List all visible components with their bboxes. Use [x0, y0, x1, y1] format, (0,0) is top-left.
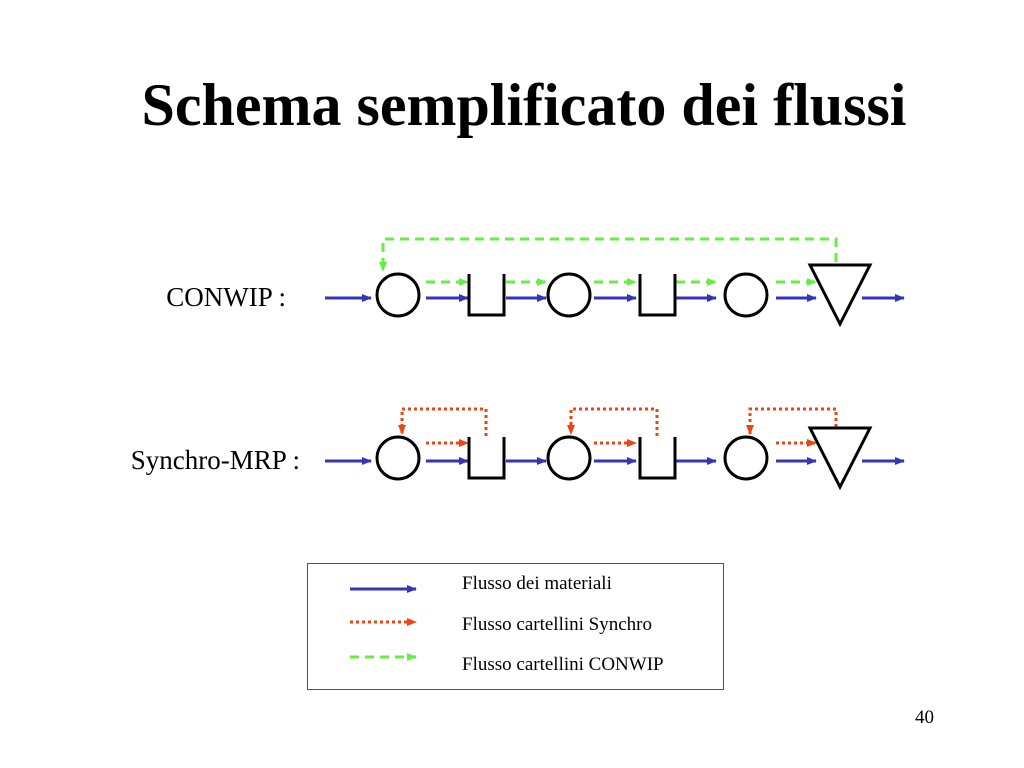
legend-label-conwip: Flusso cartellini CONWIP [462, 654, 664, 675]
workstation-circle [375, 435, 421, 481]
buffer-queue [638, 437, 677, 480]
slide-title: Schema semplificato dei flussi [141, 72, 907, 138]
final-inventory-triangle [807, 426, 873, 491]
workstation-circle [375, 272, 421, 318]
conwip-row [325, 237, 905, 328]
workstation-circle [546, 435, 592, 481]
legend-label-synchro: Flusso cartellini Synchro [462, 614, 652, 635]
buffer-queue [467, 437, 506, 480]
buffer-queue [638, 274, 677, 317]
workstation-circle [723, 435, 769, 481]
synchro-card-loop [567, 407, 659, 436]
synchro-row [325, 407, 905, 491]
conwip-card-loop [379, 237, 838, 272]
workstation-circle [546, 272, 592, 318]
page-number: 40 [915, 707, 934, 728]
synchro-row-label: Synchro-MRP : [130, 445, 300, 475]
workstation-circle [723, 272, 769, 318]
buffer-queue [467, 274, 506, 317]
conwip-row-label: CONWIP : [166, 282, 286, 312]
final-inventory-triangle [807, 263, 873, 328]
synchro-card-loop [746, 407, 838, 435]
legend-box: Flusso dei materiali Flusso cartellini S… [307, 563, 724, 690]
synchro-card-loop [398, 407, 488, 436]
legend-label-material: Flusso dei materiali [462, 573, 612, 594]
legend-swatches [350, 585, 417, 661]
